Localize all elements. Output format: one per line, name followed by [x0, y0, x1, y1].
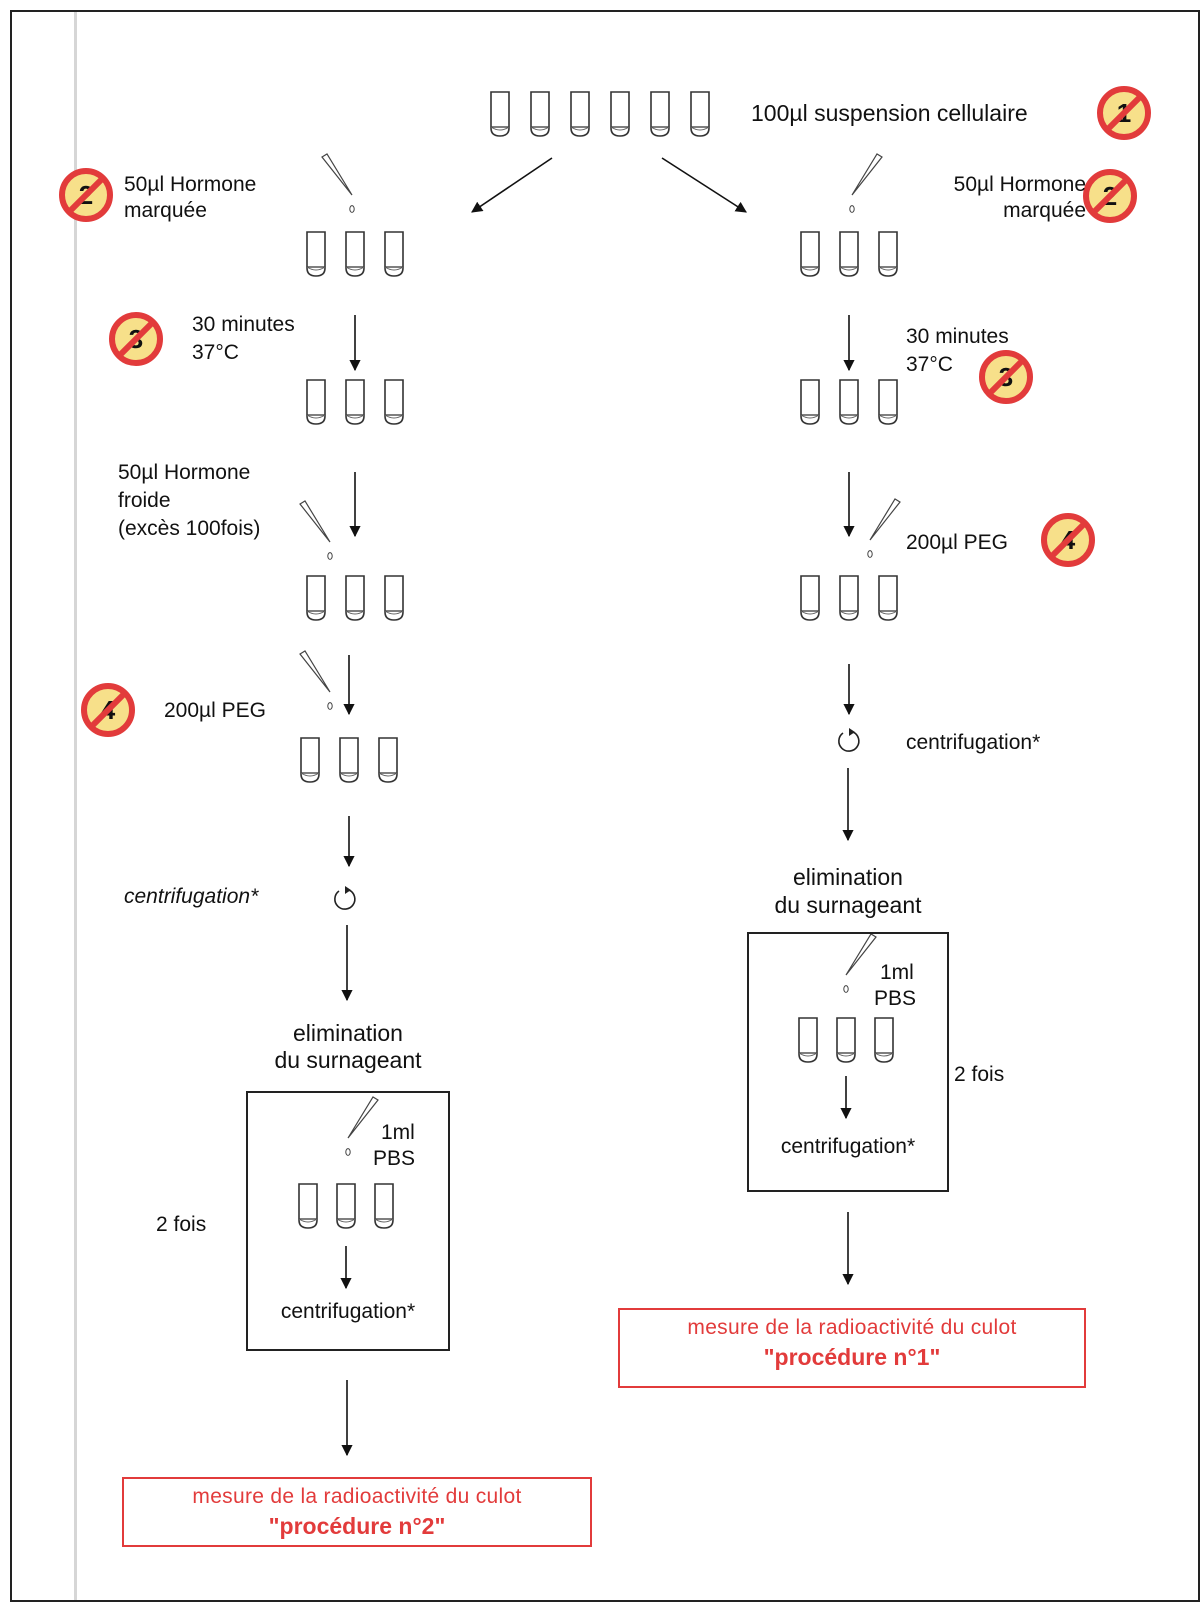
split-arrow-left	[471, 157, 553, 213]
left-result-box: mesure de la radioactivité du culot "pro…	[122, 1477, 592, 1547]
left-wash-centrifugation: centrifugation*	[280, 1300, 416, 1323]
right-wash-box	[747, 932, 949, 1192]
left-elimination-line2: du surnageant	[274, 1047, 422, 1073]
left-hormone-label-1: 50µl Hormone	[124, 173, 257, 196]
right-wash-reagent-1: 1ml	[880, 961, 914, 984]
right-centrifugation-label: centrifugation*	[906, 731, 1041, 754]
left-result-title: mesure de la radioactivité du culot	[192, 1485, 522, 1508]
step-1-badge: 1	[1097, 86, 1151, 140]
split-arrow-right	[661, 157, 747, 213]
left-hormone-label-2: marquée	[124, 199, 207, 222]
tube-rack-right-3	[800, 575, 898, 621]
left-centrifugation-label: centrifugation*	[124, 885, 259, 908]
centrifuge-icon	[334, 885, 356, 910]
pipette-icon	[299, 650, 333, 711]
left-result-name: "procédure n°2"	[268, 1513, 446, 1539]
step-4-badge-right: 4	[1041, 513, 1095, 567]
diagram-frame	[10, 10, 1200, 1602]
left-cold-hormone-label-2: froide	[118, 489, 171, 512]
step-badges: 1 2 2 3 3 4 4	[59, 86, 1151, 737]
right-peg-label: 200µl PEG	[906, 531, 1008, 554]
right-elimination-line2: du surnageant	[774, 892, 922, 918]
right-wash-repeat: 2 fois	[954, 1063, 1005, 1086]
tube-rack-left-2	[306, 379, 404, 425]
right-incubation-label-2: 37°C	[906, 353, 953, 376]
right-wash-reagent-2: PBS	[874, 987, 917, 1010]
tube-rack-left-1	[306, 231, 404, 277]
right-elimination-line1: elimination	[793, 864, 903, 890]
centrifuge-icon	[838, 727, 860, 752]
left-cold-hormone-label-3: (excès 100fois)	[118, 517, 261, 540]
right-result-title: mesure de la radioactivité du culot	[687, 1316, 1017, 1339]
tube-rack-right-1	[800, 231, 898, 277]
right-wash-centrifugation: centrifugation*	[780, 1135, 916, 1158]
step-2-badge-left: 2	[59, 168, 113, 222]
step-2-badge-right: 2	[1083, 169, 1137, 223]
pipette-icon	[867, 498, 901, 559]
right-incubation-label-1: 30 minutes	[906, 325, 1009, 348]
tube-rack-left-4	[300, 737, 398, 783]
right-hormone-label-1: 50µl Hormone	[953, 173, 1086, 196]
tube-rack-left-3	[306, 575, 404, 621]
step-3-badge-left: 3	[109, 312, 163, 366]
left-wash-reagent-1: 1ml	[381, 1121, 415, 1144]
step-3-badge-right: 3	[979, 350, 1033, 404]
left-peg-label: 200µl PEG	[164, 699, 266, 722]
left-incubation-label-1: 30 minutes	[192, 313, 295, 336]
left-wash-box	[246, 1091, 450, 1351]
left-cold-hormone-label-1: 50µl Hormone	[118, 461, 251, 484]
right-result-name: "procédure n°1"	[763, 1344, 941, 1370]
left-wash-repeat: 2 fois	[156, 1213, 207, 1236]
right-result-box: mesure de la radioactivité du culot "pro…	[618, 1308, 1086, 1388]
right-hormone-label-2: marquée	[1003, 199, 1086, 222]
step-4-badge-left: 4	[81, 683, 135, 737]
start-tubes	[490, 91, 710, 137]
pipette-icon	[299, 500, 333, 561]
start-label: 100µl suspension cellulaire	[751, 100, 1028, 126]
left-wash-reagent-2: PBS	[373, 1147, 416, 1170]
tube-rack-right-2	[800, 379, 898, 425]
pipette-icon	[321, 153, 355, 213]
left-incubation-label-2: 37°C	[192, 341, 239, 364]
left-elimination-line1: elimination	[293, 1020, 403, 1046]
